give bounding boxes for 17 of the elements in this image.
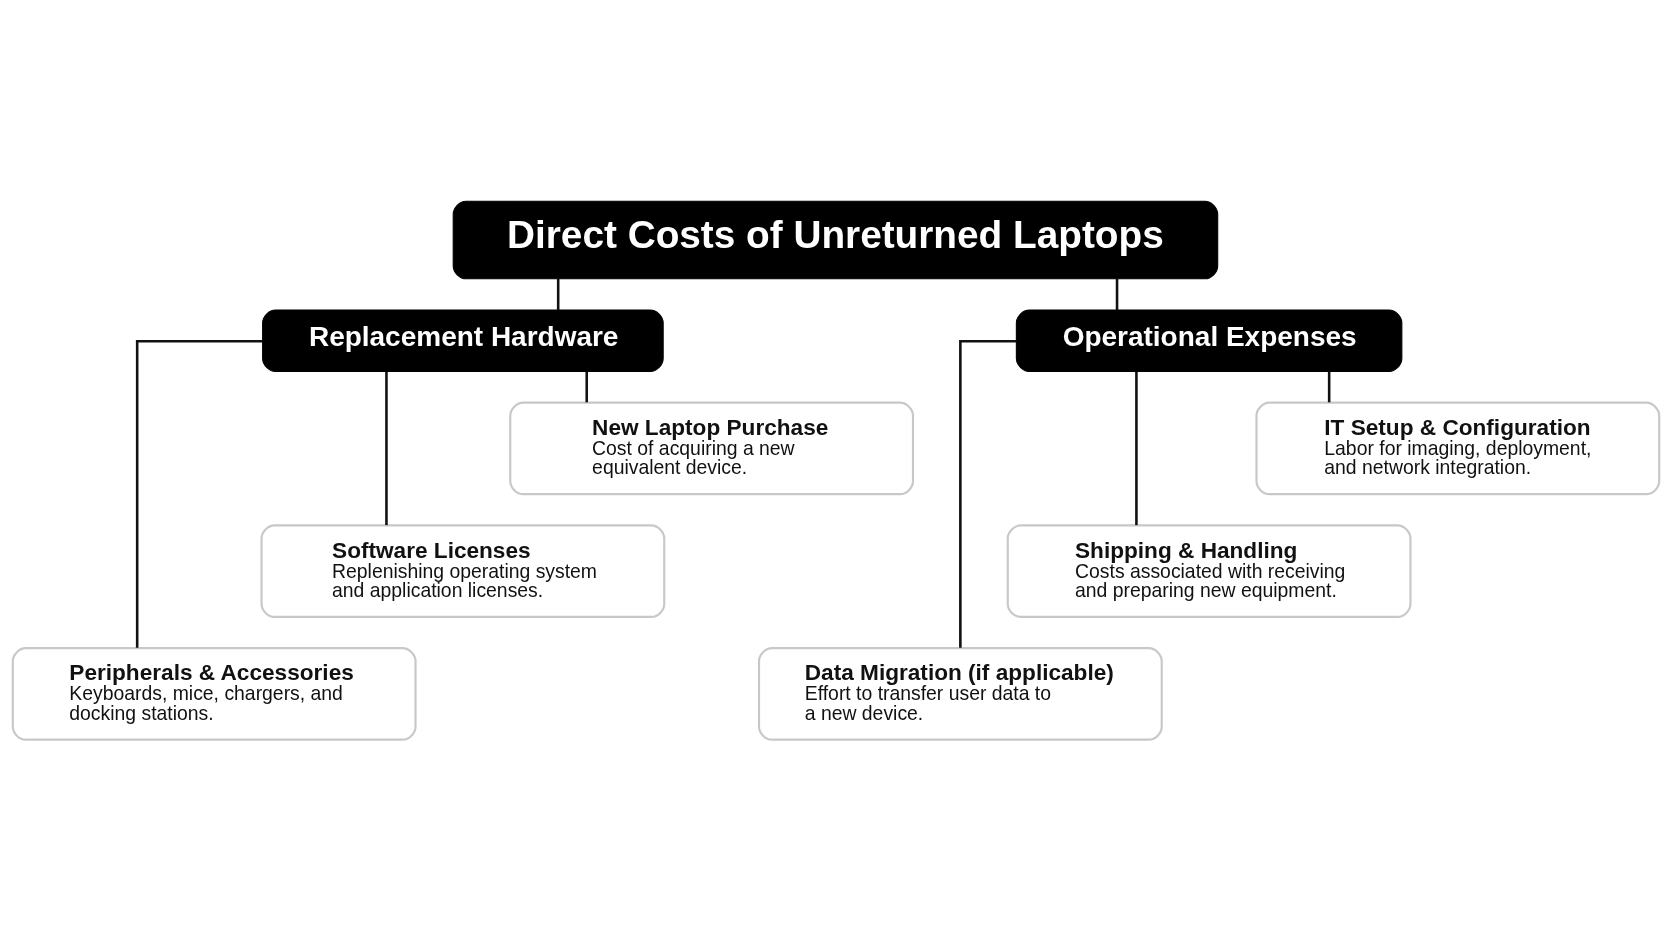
node-box: Data Migration (if applicable) Effort to transfer user data to a new device. xyxy=(757,647,1163,741)
node-box: Replacement Hardware xyxy=(262,309,664,372)
node-box: Shipping & Handling Costs associated with receiving and preparing new equipment. xyxy=(1006,524,1412,618)
node-box: Operational Expenses xyxy=(1015,309,1403,372)
connector xyxy=(135,340,263,648)
node-box: Software Licenses Replenishing operating system and application licenses. xyxy=(260,524,666,618)
node-box: Direct Costs of Unreturned Laptops xyxy=(452,200,1219,280)
node-box: Peripherals & Accessories Keyboards, mice, chargers, and docking stations. xyxy=(11,647,417,741)
node-box: IT Setup & Configuration Labor for imaging, deployment, and network integration. xyxy=(1255,401,1661,496)
node-box: New Laptop Purchase Cost of acquiring a new equivalent device. xyxy=(509,401,915,496)
connector xyxy=(1327,371,1331,403)
connector xyxy=(1115,279,1119,311)
connector xyxy=(585,371,588,403)
connector xyxy=(959,340,1017,648)
connector xyxy=(556,279,560,311)
connector xyxy=(385,371,388,526)
connector xyxy=(1135,371,1138,526)
